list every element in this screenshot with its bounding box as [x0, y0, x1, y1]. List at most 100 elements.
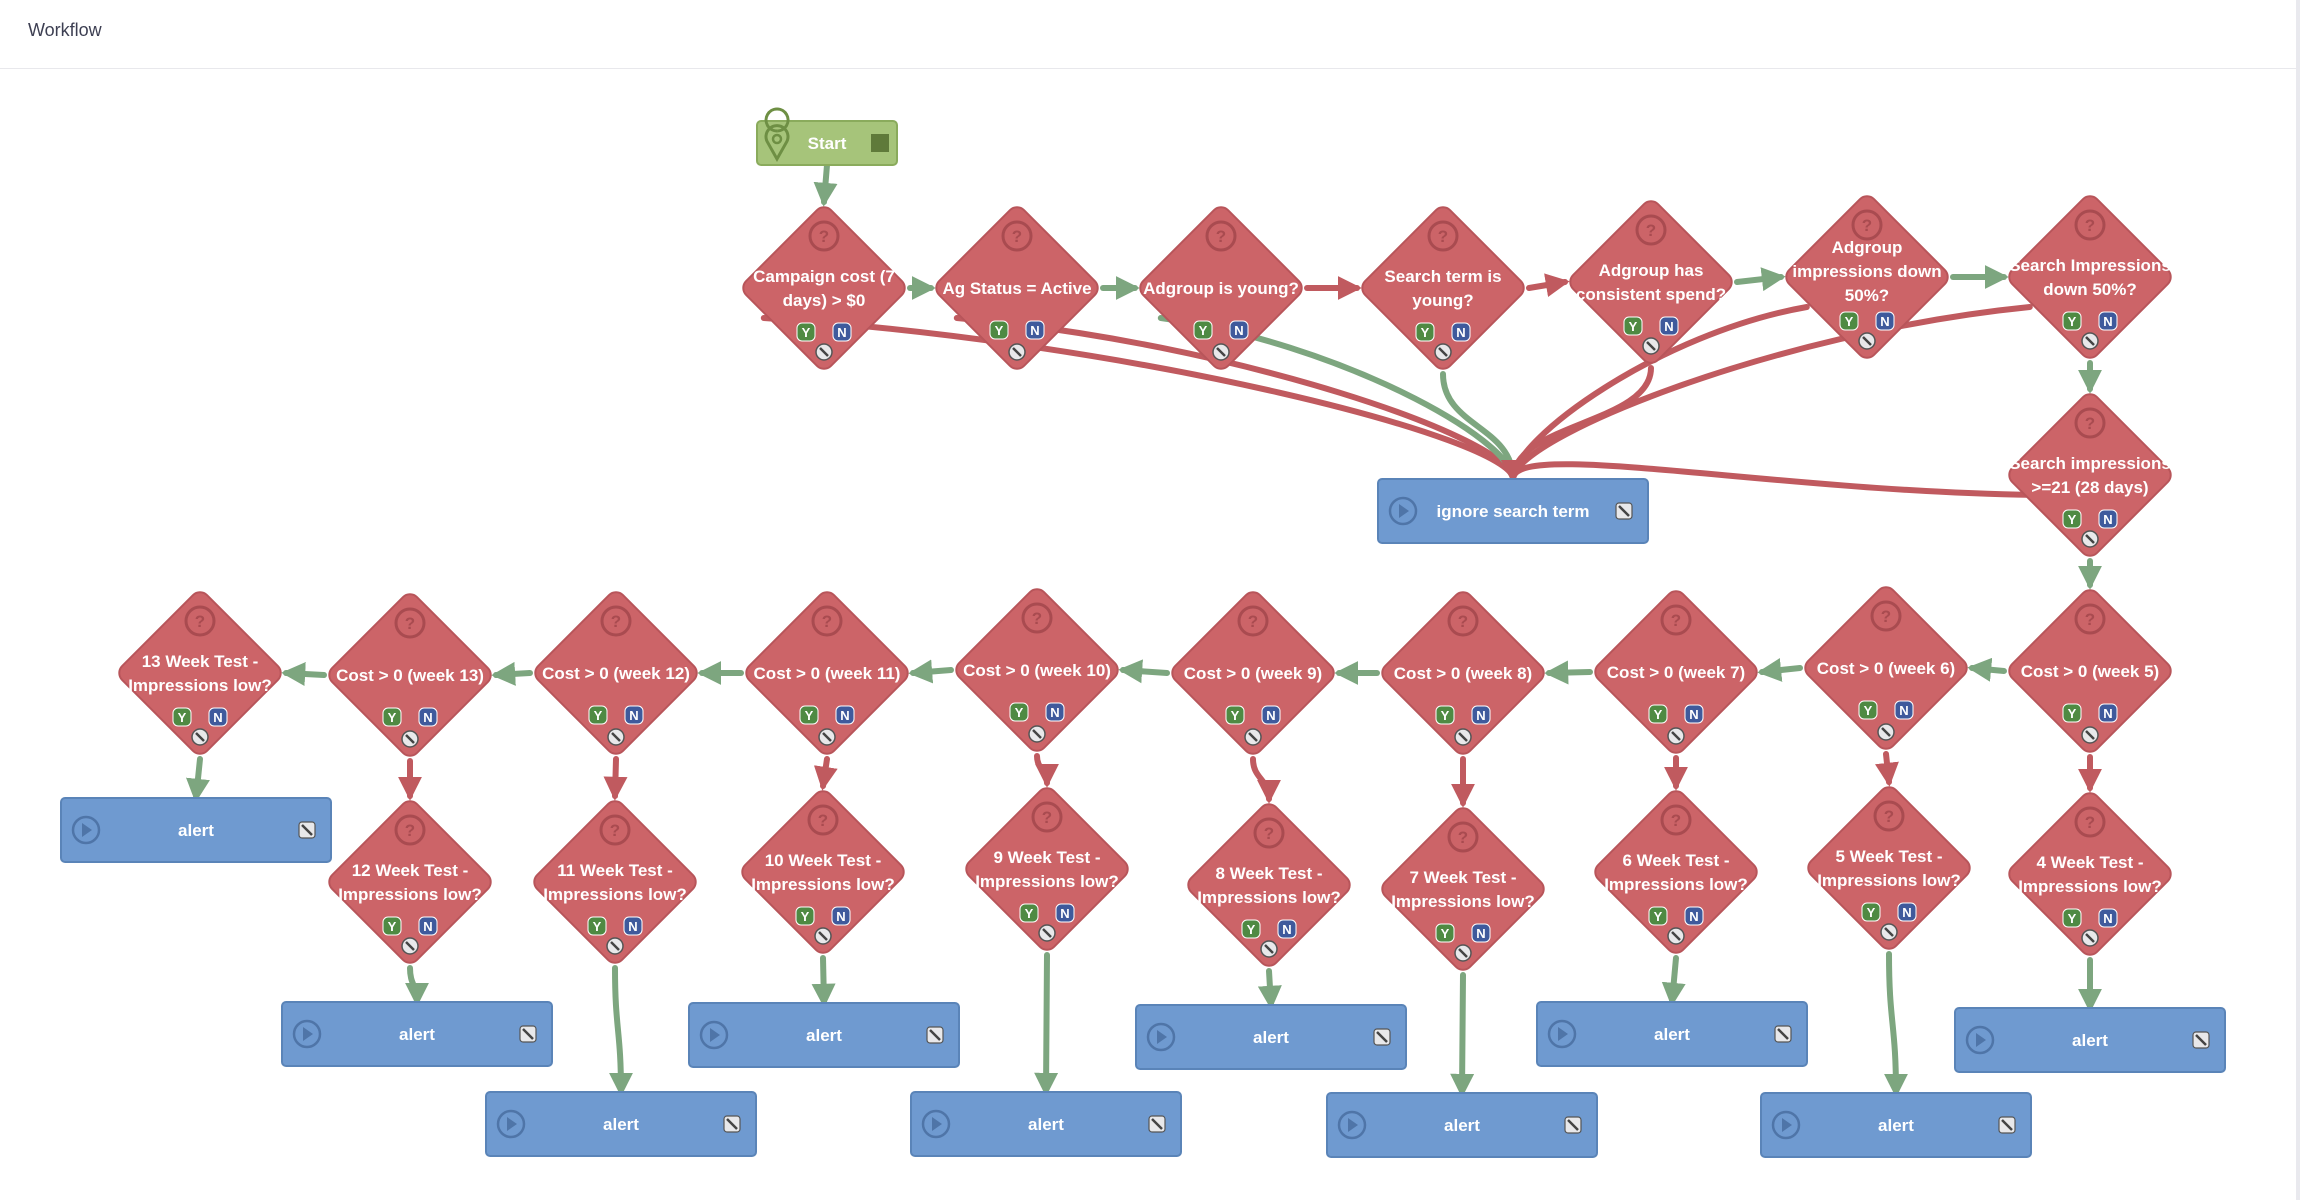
- edge-c6-t5-no[interactable]: [1875, 751, 1899, 787]
- play-icon[interactable]: [496, 1109, 526, 1139]
- edit-icon[interactable]: [1880, 923, 1898, 941]
- yes-badge[interactable]: Y: [796, 322, 816, 342]
- edge-d4-d5-no[interactable]: [1526, 273, 1570, 297]
- yes-badge[interactable]: Y: [2062, 908, 2082, 928]
- no-badge[interactable]: N: [1261, 705, 1281, 725]
- edge-c6-c7-yes[interactable]: [1757, 658, 1803, 682]
- no-badge[interactable]: N: [1471, 705, 1491, 725]
- no-badge[interactable]: N: [1277, 919, 1297, 939]
- help-icon[interactable]: ?: [807, 804, 839, 836]
- no-badge[interactable]: N: [1684, 704, 1704, 724]
- edge-c11-t10-no[interactable]: [813, 756, 838, 791]
- yes-badge[interactable]: Y: [989, 320, 1009, 340]
- help-icon[interactable]: ?: [1237, 605, 1269, 637]
- yes-badge[interactable]: Y: [382, 707, 402, 727]
- edge-c13-t13-yes[interactable]: [281, 662, 327, 686]
- no-badge[interactable]: N: [1025, 320, 1045, 340]
- yes-badge[interactable]: Y: [588, 705, 608, 725]
- no-badge[interactable]: N: [1451, 322, 1471, 342]
- edge-d2-ignore-no[interactable]: [953, 315, 1525, 484]
- help-icon[interactable]: ?: [1873, 800, 1905, 832]
- help-icon[interactable]: ?: [1447, 821, 1479, 853]
- edit-icon[interactable]: [1260, 940, 1278, 958]
- edge-d8-ignore-no[interactable]: [1501, 459, 2046, 498]
- edit-icon[interactable]: [1642, 337, 1660, 355]
- play-icon[interactable]: [1146, 1022, 1176, 1052]
- no-badge[interactable]: N: [418, 707, 438, 727]
- help-icon[interactable]: ?: [1660, 604, 1692, 636]
- edge-d1-ignore-no[interactable]: [760, 315, 1525, 484]
- no-badge[interactable]: N: [1471, 923, 1491, 943]
- no-badge[interactable]: N: [1894, 700, 1914, 720]
- yes-badge[interactable]: Y: [1241, 919, 1261, 939]
- edit-icon[interactable]: [2081, 332, 2099, 350]
- edit-icon[interactable]: [1564, 1116, 1582, 1134]
- edge-d5-d6-yes[interactable]: [1734, 267, 1786, 292]
- edit-icon[interactable]: [401, 937, 419, 955]
- no-badge[interactable]: N: [1875, 311, 1895, 331]
- edge-c5-c6-yes[interactable]: [1967, 657, 2007, 682]
- action-node-a13[interactable]: alert: [60, 797, 332, 863]
- edit-icon[interactable]: [1373, 1028, 1391, 1046]
- edge-t10-a10-yes[interactable]: [811, 955, 836, 1008]
- yes-badge[interactable]: Y: [1861, 902, 1881, 922]
- no-badge[interactable]: N: [831, 906, 851, 926]
- help-icon[interactable]: ?: [1447, 605, 1479, 637]
- edit-icon[interactable]: [1454, 944, 1472, 962]
- vertical-scrollbar[interactable]: [2296, 0, 2300, 1200]
- edit-icon[interactable]: [1148, 1115, 1166, 1133]
- edge-c12-t11-no[interactable]: [603, 756, 628, 801]
- edit-icon[interactable]: [1998, 1116, 2016, 1134]
- no-badge[interactable]: N: [1684, 906, 1704, 926]
- edit-icon[interactable]: [1667, 727, 1685, 745]
- help-icon[interactable]: ?: [2074, 209, 2106, 241]
- action-node-a6[interactable]: alert: [1536, 1001, 1808, 1067]
- yes-badge[interactable]: Y: [2062, 509, 2082, 529]
- edge-c12-c13-yes[interactable]: [491, 661, 533, 686]
- help-icon[interactable]: ?: [2074, 603, 2106, 635]
- edit-icon[interactable]: [1454, 728, 1472, 746]
- no-badge[interactable]: N: [2098, 703, 2118, 723]
- yes-badge[interactable]: Y: [1009, 702, 1029, 722]
- edge-t5-a5-yes[interactable]: [1883, 951, 1908, 1098]
- edit-icon[interactable]: [926, 1026, 944, 1044]
- action-node-a5[interactable]: alert: [1760, 1092, 2032, 1158]
- action-node-a8[interactable]: alert: [1135, 1004, 1407, 1070]
- edge-t8-a8-yes[interactable]: [1257, 968, 1282, 1010]
- edit-icon[interactable]: [1667, 927, 1685, 945]
- edit-icon[interactable]: [1028, 725, 1046, 743]
- edit-icon[interactable]: [401, 730, 419, 748]
- no-badge[interactable]: N: [1055, 903, 1075, 923]
- edit-icon[interactable]: [191, 728, 209, 746]
- help-icon[interactable]: ?: [600, 605, 632, 637]
- edit-icon[interactable]: [723, 1115, 741, 1133]
- no-badge[interactable]: N: [1045, 702, 1065, 722]
- yes-badge[interactable]: Y: [1839, 311, 1859, 331]
- edge-c9-t8-no[interactable]: [1250, 756, 1281, 804]
- yes-badge[interactable]: Y: [1858, 700, 1878, 720]
- help-icon[interactable]: ?: [1001, 220, 1033, 252]
- edge-t9-a9-yes[interactable]: [1034, 952, 1059, 1097]
- yes-badge[interactable]: Y: [799, 705, 819, 725]
- help-icon[interactable]: ?: [2074, 407, 2106, 439]
- play-icon[interactable]: [71, 815, 101, 845]
- yes-badge[interactable]: Y: [1435, 705, 1455, 725]
- edit-icon[interactable]: [298, 821, 316, 839]
